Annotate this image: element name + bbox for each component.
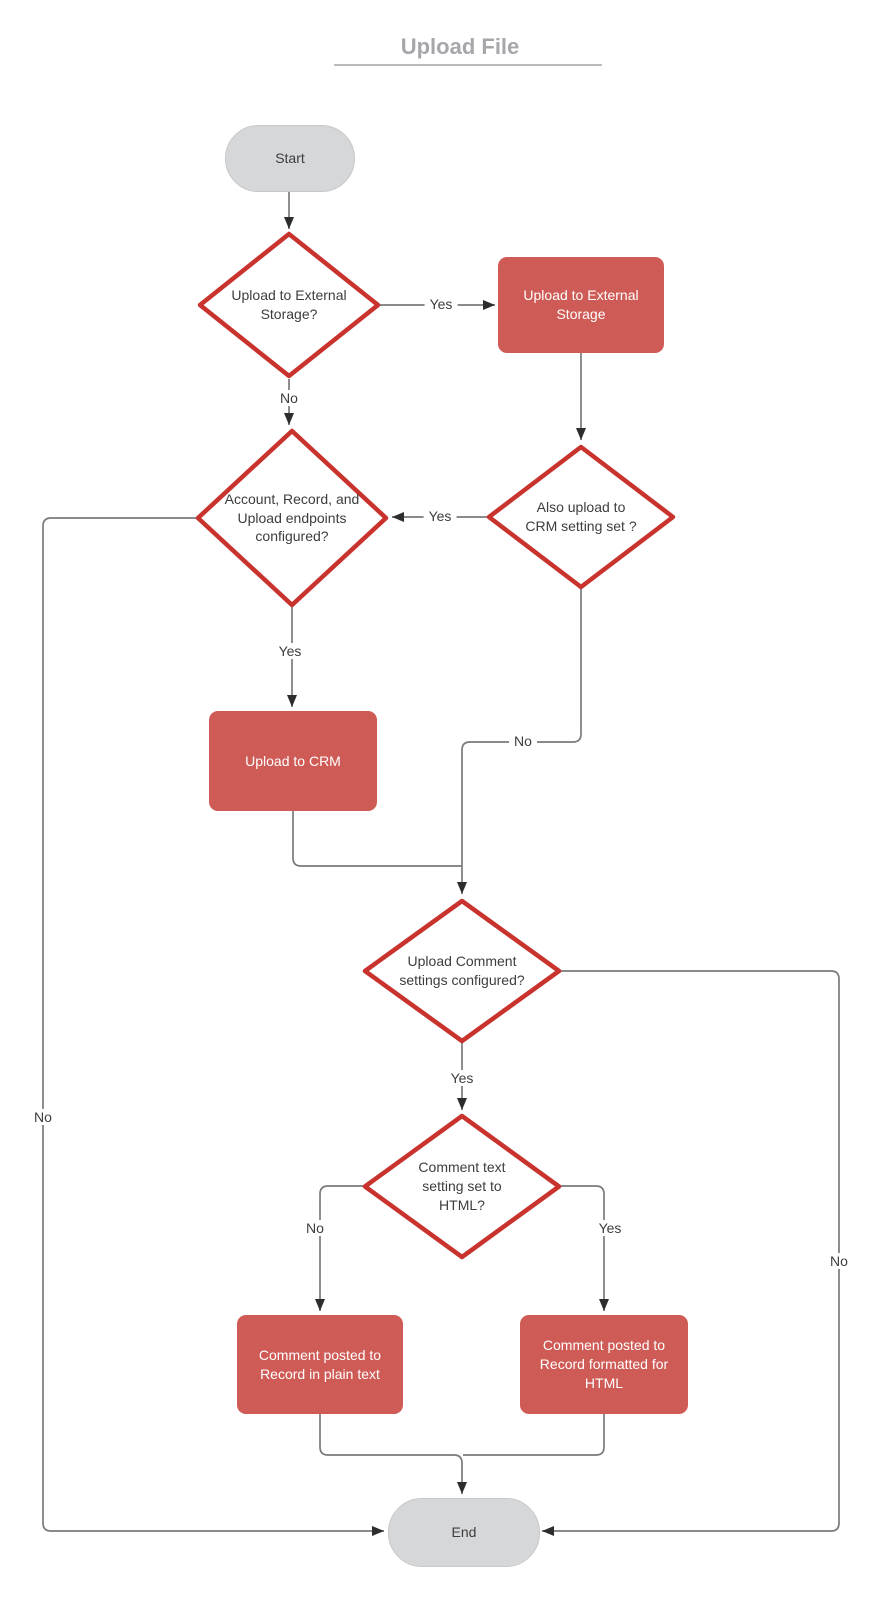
process-label: Comment posted to Record formatted for H… [539, 1337, 669, 1391]
edge-label-yes: Yes [423, 508, 457, 524]
edge-label-yes: Yes [445, 1070, 479, 1086]
diamond-outline [197, 231, 381, 379]
edge-label-no: No [825, 1253, 853, 1269]
edge-label-no: No [301, 1220, 329, 1236]
diamond-outline [195, 428, 389, 608]
process-label: Comment posted to Record in plain text [258, 1346, 382, 1382]
end-node: End [388, 1498, 540, 1567]
process-upload-to-crm: Upload to CRM [209, 711, 377, 811]
process-comment-html: Comment posted to Record formatted for H… [520, 1315, 688, 1414]
edge-d2-no-to-end [42, 517, 384, 1536]
edge-label-yes: Yes [593, 1220, 627, 1236]
start-node: Start [225, 125, 355, 192]
decision-label: Comment text setting set to HTML? [418, 1159, 506, 1213]
decision-upload-comment-settings: Upload Comment settings configured? [362, 898, 562, 1044]
end-label: End [451, 1524, 477, 1541]
edge-p2-to-d4 [292, 811, 462, 867]
diamond-shape [362, 1113, 562, 1260]
edge-d5-yes-to-p4 [559, 1185, 609, 1311]
edge-p4-to-end [463, 1414, 605, 1456]
decision-label: Upload to External Storage? [231, 287, 347, 322]
edge-d4-no-to-end [542, 970, 840, 1536]
decision-endpoints-configured: Account, Record, and Upload endpoints co… [195, 428, 389, 608]
edge-label-no: No [275, 390, 303, 406]
decision-label: Account, Record, and Upload endpoints co… [224, 490, 360, 545]
diamond-outline [362, 898, 562, 1044]
diagram-title: Upload File [400, 34, 520, 59]
decision-label: Upload Comment settings configured? [399, 953, 525, 988]
decision-label: Also upload to CRM setting set ? [525, 499, 637, 534]
diamond-shape [362, 898, 562, 1044]
diamond-outline [486, 444, 676, 590]
process-label: Upload to CRM [245, 752, 341, 769]
edge-label-no: No [29, 1109, 57, 1125]
diamond-shape [486, 444, 676, 590]
diamond-outline [362, 1113, 562, 1260]
decision-upload-to-external-storage: Upload to External Storage? [197, 231, 381, 379]
title-underline [334, 64, 602, 66]
process-comment-plain-text: Comment posted to Record in plain text [237, 1315, 403, 1414]
process-upload-to-external-storage: Upload to External Storage [498, 257, 664, 353]
decision-also-upload-to-crm: Also upload to CRM setting set ? [486, 444, 676, 590]
edge-label-yes: Yes [424, 296, 458, 312]
process-label: Upload to External Storage [523, 287, 639, 322]
diamond-shape [195, 428, 389, 608]
edge-label-yes: Yes [273, 643, 307, 659]
edge-label-no: No [509, 733, 537, 749]
start-label: Start [275, 150, 305, 167]
edge-p3-to-end [319, 1414, 467, 1494]
diamond-shape [197, 231, 381, 379]
edge-d5-no-to-p3 [315, 1185, 365, 1311]
decision-comment-text-html: Comment text setting set to HTML? [362, 1113, 562, 1260]
